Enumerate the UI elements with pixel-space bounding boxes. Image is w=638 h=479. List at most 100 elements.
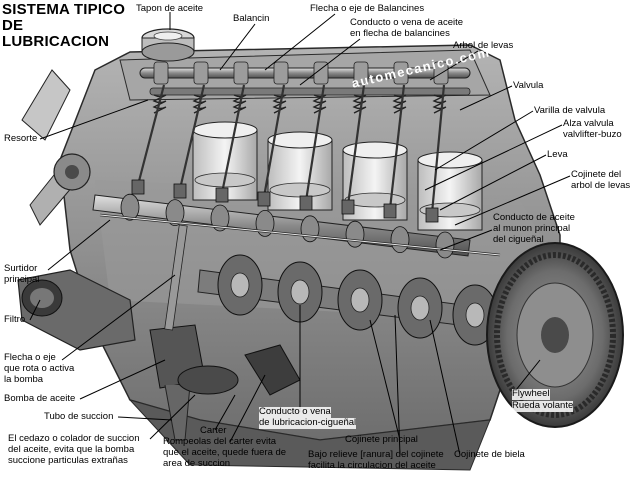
piston-top xyxy=(269,182,331,198)
crank-journal xyxy=(350,287,370,313)
leader-main-bearing xyxy=(369,319,401,441)
label-shaft-oil-passage-1: Conducto o vena de aceite xyxy=(350,17,464,28)
valve-spring xyxy=(272,94,287,114)
leader-spring xyxy=(39,99,149,140)
rocker-arms xyxy=(152,61,449,114)
label-pushrod: Varilla de valvula xyxy=(534,105,606,116)
cylinder-top xyxy=(342,141,408,159)
label-strainer-2: del aceite, evita que la bomba xyxy=(8,444,135,455)
leader-bearing-groove xyxy=(394,314,401,456)
cam-lobe xyxy=(345,220,365,248)
valve-spring xyxy=(232,94,247,114)
label-valve-lifter-1: Alza valvula xyxy=(563,118,614,129)
leader-rocker-shaft xyxy=(264,13,336,71)
crank-journal xyxy=(290,279,310,305)
label-oil-pan: Carter xyxy=(200,425,227,436)
push-rod xyxy=(388,84,406,210)
label-camshaft: Arbol de levas xyxy=(453,40,514,51)
oil-gallery xyxy=(99,213,501,257)
oil-cap xyxy=(141,28,195,62)
camshaft xyxy=(92,194,471,257)
valve-lifter xyxy=(383,203,397,219)
leader-valve xyxy=(459,85,513,111)
cam-lobe xyxy=(120,193,140,221)
label-valve-lifter-2: valvlifter-buzo xyxy=(563,129,622,140)
leader-pushrod xyxy=(434,110,534,171)
rocker-arm xyxy=(233,61,249,85)
label-cam-bearing-2: arbol de levas xyxy=(571,180,631,191)
valve-lifter xyxy=(341,199,355,215)
label-shaft-oil-passage-2: en flecha de balancines xyxy=(350,28,450,39)
label-rod-bearing: Cojinete de biela xyxy=(454,449,525,460)
label-pump-shaft-1: Flecha o eje xyxy=(4,352,56,363)
diagram-title: SISTEMA TIPICO DE LUBRICACION xyxy=(2,2,125,50)
crank-journal xyxy=(410,295,430,321)
leader-lifter xyxy=(424,124,563,191)
leader-cam-bearing xyxy=(454,175,571,226)
oil-filter xyxy=(17,269,136,351)
leader-suction-tube xyxy=(117,416,173,421)
label-oil-pump: Bomba de aceite xyxy=(4,393,76,404)
rocker-arm xyxy=(393,61,409,85)
leader-oil-pump xyxy=(79,359,166,400)
label-cam-bearing-1: Cojinete del xyxy=(571,169,622,180)
leader-shaft-passage xyxy=(299,38,361,86)
leader-filter xyxy=(29,299,41,321)
push-rod xyxy=(136,84,166,186)
cam-lobe xyxy=(435,231,455,259)
label-suction-tube: Tubo de succion xyxy=(44,411,114,422)
push-rod xyxy=(304,84,326,202)
valve-spring xyxy=(392,94,407,114)
push-rod xyxy=(430,84,446,214)
cylinder-top xyxy=(267,131,333,149)
label-valve: Valvula xyxy=(513,80,544,91)
leader-rocker xyxy=(219,23,256,71)
leader-oil-pan xyxy=(214,394,236,431)
push-rod xyxy=(220,84,246,194)
leader-lines xyxy=(29,12,571,456)
valve-spring xyxy=(152,94,167,114)
leader-pump-shaft xyxy=(61,274,176,361)
label-bearing-groove-2: facilita la circulacion del aceite xyxy=(308,460,436,471)
title-line-3: LUBRICACION xyxy=(2,33,110,50)
cylinder-top xyxy=(417,151,483,169)
label-main-journal-passage-2: al munon principal xyxy=(493,223,571,234)
rocker-arm xyxy=(193,61,209,85)
label-rocker-shaft: Flecha o eje de Balancines xyxy=(310,3,425,14)
label-strainer-3: succione particulas extrañas xyxy=(8,455,128,466)
label-main-journal-passage-1: Conducto de aceite xyxy=(493,212,575,223)
fan xyxy=(21,69,91,226)
valve-lifter xyxy=(425,207,439,223)
leader-camshaft xyxy=(429,50,479,81)
crank-journal xyxy=(465,302,485,328)
title-line-1: SISTEMA TIPICO xyxy=(2,1,126,18)
label-pump-shaft-3: la bomba xyxy=(4,374,44,385)
push-rod xyxy=(178,84,206,190)
label-spring: Resorte xyxy=(4,133,38,144)
label-crank-oil-passage-2: de lubricacion-cigueñal xyxy=(259,417,357,429)
push-rods xyxy=(131,84,446,223)
valve-spring xyxy=(352,94,367,114)
label-main-journal-passage-3: del cigueñal xyxy=(493,234,544,245)
push-rod xyxy=(346,84,366,206)
valve-spring xyxy=(432,94,447,114)
leader-main-gallery xyxy=(47,219,111,271)
cam-lobe xyxy=(210,204,230,232)
label-baffle-2: que el aceite, quede fuera de xyxy=(163,447,287,458)
leader-strainer xyxy=(149,394,196,440)
label-main-bearing: Cojinete principal xyxy=(345,434,418,445)
label-filter: Filtro xyxy=(4,314,26,325)
cylinder-top xyxy=(192,121,258,139)
label-cam-lobe: Leva xyxy=(547,149,568,160)
valve-spring xyxy=(312,94,327,114)
valve-spring xyxy=(192,94,207,114)
label-baffle-3: area de succion xyxy=(163,458,231,469)
label-flywheel-2: Rueda volante xyxy=(512,400,574,412)
label-baffle-1: Rompeolas del carter evita xyxy=(163,436,276,447)
label-strainer-1: El cedazo o colador de succion xyxy=(8,433,140,444)
valve-lifter xyxy=(215,187,229,203)
label-pump-shaft-2: que rota o activa xyxy=(4,363,75,374)
label-crank-oil-passage-1: Conducto o vena xyxy=(259,406,331,418)
push-rod xyxy=(262,84,286,198)
